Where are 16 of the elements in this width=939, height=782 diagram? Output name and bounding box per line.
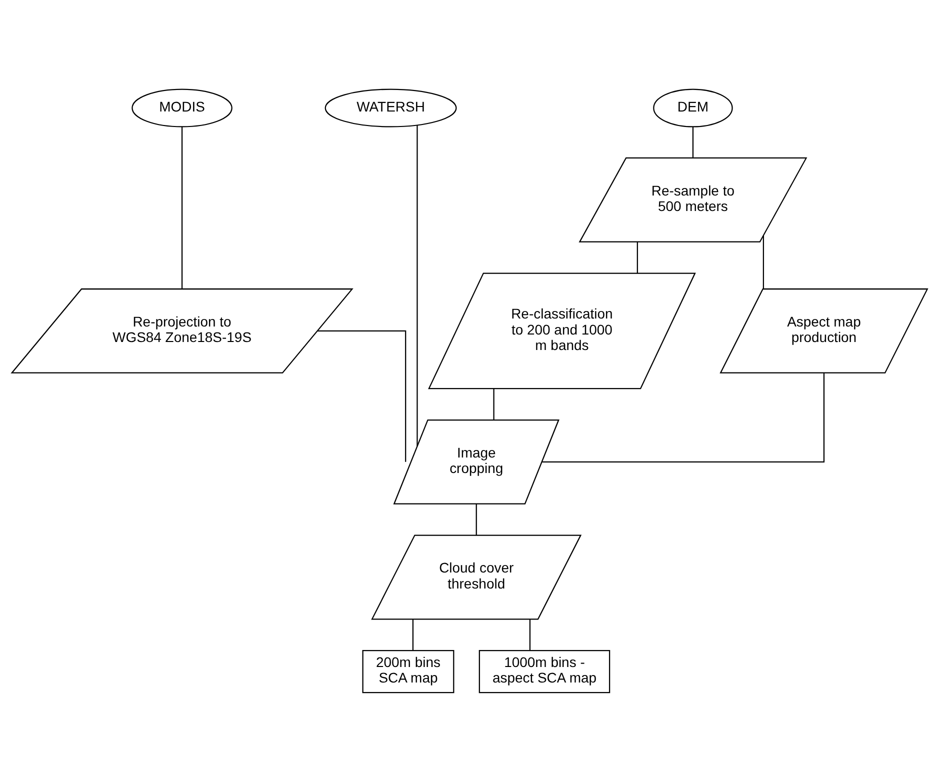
connector [636,242,638,274]
connector [318,330,406,462]
connector [416,125,418,446]
connector [493,388,494,420]
node-ellipse: WATERSH [324,88,457,128]
node-ellipse: DEM [653,88,733,128]
connector [181,126,183,289]
node-box: 200m bins SCA map [362,650,454,694]
connector [762,236,764,289]
connector [692,126,694,158]
node-box: 1000m bins - aspect SCA map [478,650,610,694]
connector [476,504,477,536]
connector [529,619,531,651]
node-ellipse: MODIS [132,88,232,128]
connector [542,373,825,462]
connector [412,619,414,651]
